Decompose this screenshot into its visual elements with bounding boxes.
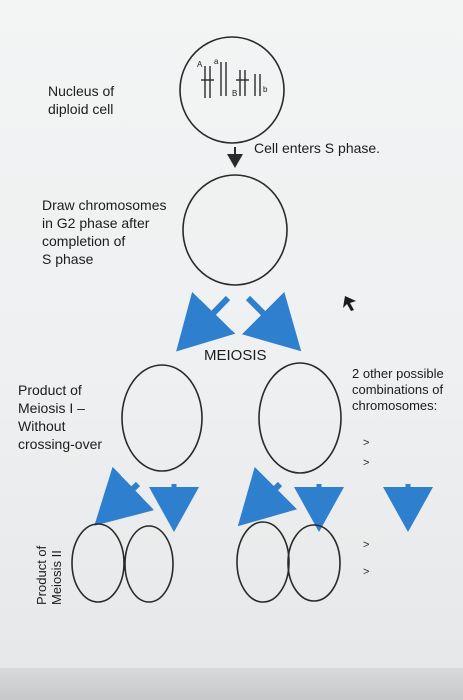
- placeholder-mark-2: >: [363, 457, 369, 469]
- allele-b-lower: b: [263, 85, 268, 94]
- page-shadow-edge: [0, 668, 463, 700]
- nucleus-label: Nucleus of diploid cell: [48, 83, 115, 117]
- meiosis2-cell-4: [287, 524, 341, 602]
- allele-a-upper: A: [197, 60, 203, 69]
- other-combinations-label: 2 other possible combinations of chromos…: [352, 366, 444, 413]
- meiosis2-arrow-1: [94, 466, 155, 526]
- meiosis2-arrow-3: [237, 466, 298, 527]
- cursor-icon: [343, 296, 356, 311]
- g2-cell-circle: [182, 174, 288, 286]
- allele-a-lower: a: [214, 57, 219, 66]
- meiosis-arrow-left: [176, 291, 236, 352]
- placeholder-mark-4: >: [363, 566, 369, 578]
- nucleus-circle: [179, 36, 285, 144]
- meiosis-arrow-right: [241, 291, 302, 352]
- chromosome-sketch: [201, 62, 261, 98]
- meiosis1-cell-right: [258, 362, 342, 474]
- placeholder-mark-3: >: [363, 539, 369, 551]
- placeholder-mark-1: >: [363, 437, 369, 449]
- meiosis2-cell-1: [71, 523, 125, 603]
- allele-b-upper: B: [232, 89, 237, 98]
- meiosis2-cell-2: [124, 525, 174, 603]
- s-phase-label: Cell enters S phase.: [254, 140, 381, 156]
- product-meiosis-1-label: Product of Meiosis I – Without crossing-…: [18, 382, 103, 452]
- draw-instruction-label: Draw chromosomes in G2 phase after compl…: [42, 197, 167, 267]
- meiosis1-cell-left: [121, 364, 203, 472]
- meiosis2-cell-3: [236, 521, 290, 603]
